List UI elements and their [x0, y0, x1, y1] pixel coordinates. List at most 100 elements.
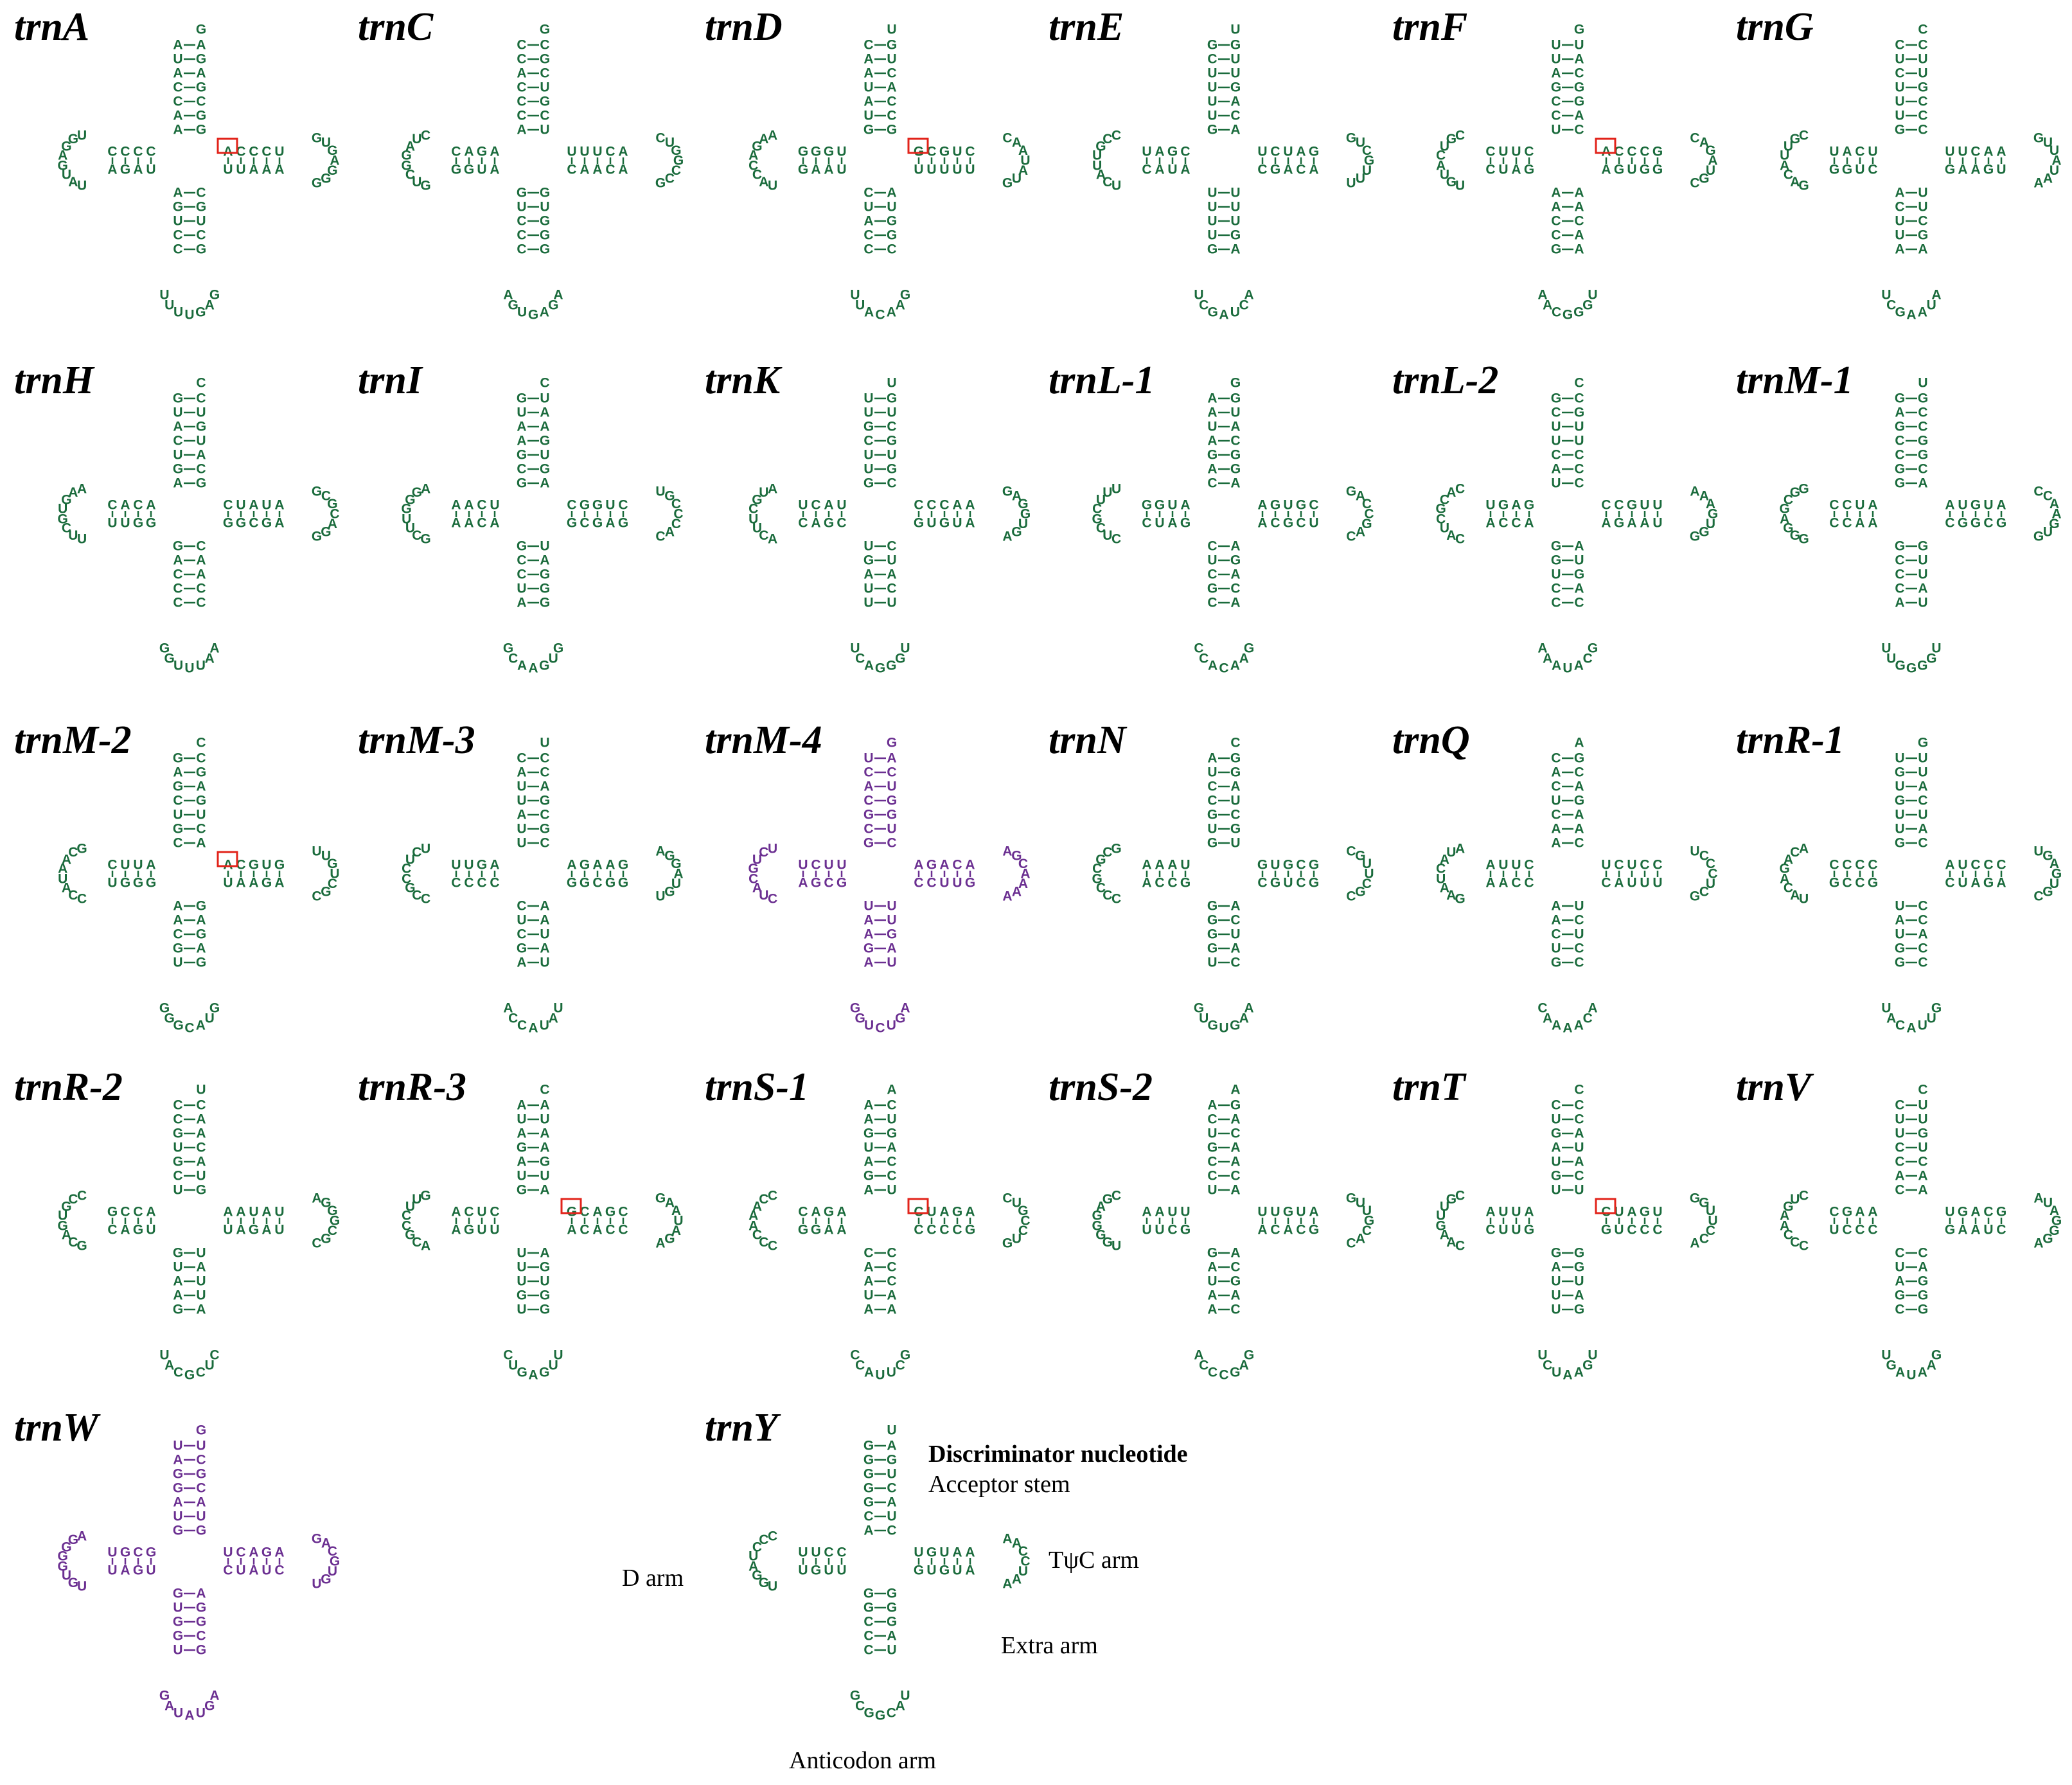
tpsic-arm-nt: C [952, 858, 962, 873]
tpsic-arm-nt: U [952, 145, 962, 159]
acceptor-nt: G [173, 1155, 183, 1169]
acceptor-nt: U [1207, 420, 1217, 434]
panel-title: trnR-3 [358, 1065, 466, 1109]
d-loop-nt: A [1799, 841, 1809, 856]
anticodon-arm-nt: C [1230, 955, 1240, 970]
acceptor-nt: A [540, 1126, 549, 1141]
d-arm-nt: U [1855, 163, 1864, 177]
d-arm-nt: A [1155, 163, 1164, 177]
legend-discriminator-label: Discriminator nucleotide [928, 1441, 1188, 1468]
tpsic-arm-nt: U [223, 1545, 233, 1560]
acceptor-nt: U [173, 1183, 182, 1198]
anticodon-arm-nt: U [1918, 596, 1927, 610]
anticodon-loop-nt: A [1906, 308, 1916, 323]
acceptor-nt: C [1918, 420, 1927, 434]
anticodon-loop-nt: A [864, 1365, 874, 1380]
tpsic-arm-nt: A [1614, 876, 1624, 891]
panel-trnC: trnCCCCGACCUCGCCAUGAAGUAGCGGUCGGAUCUCUAU… [358, 5, 684, 323]
anticodon-loop-nt: G [875, 661, 885, 676]
anticodon-arm-nt: A [1574, 186, 1584, 200]
tpsic-arm-nt: G [1652, 163, 1663, 177]
d-arm-nt: C [1829, 1205, 1839, 1220]
acceptor-nt: U [863, 751, 873, 766]
d-arm-nt: A [1485, 1205, 1495, 1220]
acceptor-nt: U [517, 405, 526, 420]
anticodon-arm-nt: A [863, 927, 873, 942]
acceptor-nt: G [196, 765, 206, 780]
panel-title: trnN [1049, 718, 1128, 762]
d-arm-nt: U [811, 1545, 820, 1560]
acceptor-nt: C [887, 1481, 896, 1496]
anticodon-arm-nt: C [1574, 214, 1584, 229]
anticodon-loop-nt: C [1219, 1368, 1228, 1383]
acceptor-nt: U [1207, 94, 1217, 109]
acceptor-nt: A [1574, 1126, 1584, 1141]
acceptor-nt: C [887, 765, 896, 780]
panel-title: trnE [1049, 5, 1124, 49]
acceptor-nt: C [196, 751, 206, 766]
d-arm-nt: G [477, 858, 487, 873]
anticodon-arm-nt: G [1230, 553, 1241, 568]
acceptor-nt: C [540, 836, 549, 851]
anticodon-arm-nt: G [517, 186, 527, 200]
d-loop-nt: A [77, 481, 87, 496]
acceptor-nt: G [887, 794, 897, 808]
tpsic-arm-nt: U [236, 498, 245, 513]
anticodon-arm-nt: C [887, 1246, 896, 1261]
panel-title: trnR-1 [1736, 718, 1845, 762]
d-arm-nt: G [1180, 876, 1191, 891]
tpsic-arm-nt: U [261, 498, 271, 513]
acceptor-nt: U [863, 109, 873, 123]
d-arm-nt: C [120, 1205, 130, 1220]
acceptor-nt: G [540, 794, 550, 808]
d-arm-nt: C [490, 876, 499, 891]
tpsic-arm-nt: A [965, 858, 975, 873]
tpsic-arm-nt: A [567, 858, 576, 873]
anticodon-arm-nt: C [1918, 1246, 1927, 1261]
acceptor-nt: C [1207, 1155, 1217, 1169]
acceptor-nt: G [1574, 94, 1584, 109]
anticodon-loop-nt: G [1582, 1358, 1593, 1372]
acceptor-nt: C [1574, 391, 1584, 406]
d-arm-nt: G [798, 163, 808, 177]
acceptor-nt: U [540, 448, 549, 463]
d-arm-nt: G [1829, 163, 1839, 177]
acceptor-nt: A [887, 1141, 896, 1155]
d-arm-nt: C [1180, 145, 1190, 159]
d-loop-nt: C [768, 1188, 777, 1203]
tpsic-arm-nt: U [1945, 1205, 1954, 1220]
tpsic-loop-nt: A [665, 525, 675, 540]
anticodon-loop-nt: U [1918, 1018, 1927, 1033]
tpsic-arm-nt: A [965, 1545, 975, 1560]
acceptor-nt: A [540, 420, 549, 434]
tpsic-arm-nt: A [274, 498, 284, 513]
acceptor-nt: U [1895, 822, 1904, 837]
anticodon-loop-nt: U [1881, 641, 1891, 655]
d-arm-nt: G [1829, 876, 1839, 891]
tpsic-arm-nt: C [1640, 145, 1649, 159]
anticodon-arm-nt: C [1895, 567, 1904, 582]
anticodon-arm-nt: A [540, 941, 549, 956]
anticodon-loop-nt: A [1918, 1365, 1927, 1380]
tpsic-arm-nt: G [1970, 498, 1981, 513]
anticodon-arm-nt: A [517, 596, 526, 610]
tpsic-arm-nt: U [952, 876, 962, 891]
acceptor-nt: U [1230, 405, 1240, 420]
tpsic-arm-nt: U [249, 1205, 258, 1220]
anticodon-loop-nt: A [1208, 659, 1218, 673]
acceptor-nt: U [887, 448, 896, 463]
acceptor-nt: G [540, 94, 550, 109]
d-arm-nt: U [1511, 1223, 1521, 1238]
discriminator-nt: G [196, 1423, 206, 1438]
anticodon-arm-nt: G [540, 582, 550, 596]
panel-title: trnC [358, 5, 434, 49]
acceptor-nt: C [173, 836, 182, 851]
anticodon-arm-nt: C [863, 1615, 873, 1630]
tpsic-arm-nt: A [1970, 1223, 1980, 1238]
tpsic-arm-nt: U [261, 1563, 271, 1578]
tpsic-loop-nt: G [1690, 889, 1700, 904]
d-loop-nt: U [768, 1579, 777, 1594]
d-arm-nt: U [1855, 498, 1864, 513]
acceptor-nt: A [173, 66, 182, 81]
anticodon-loop-nt: G [517, 1365, 527, 1380]
